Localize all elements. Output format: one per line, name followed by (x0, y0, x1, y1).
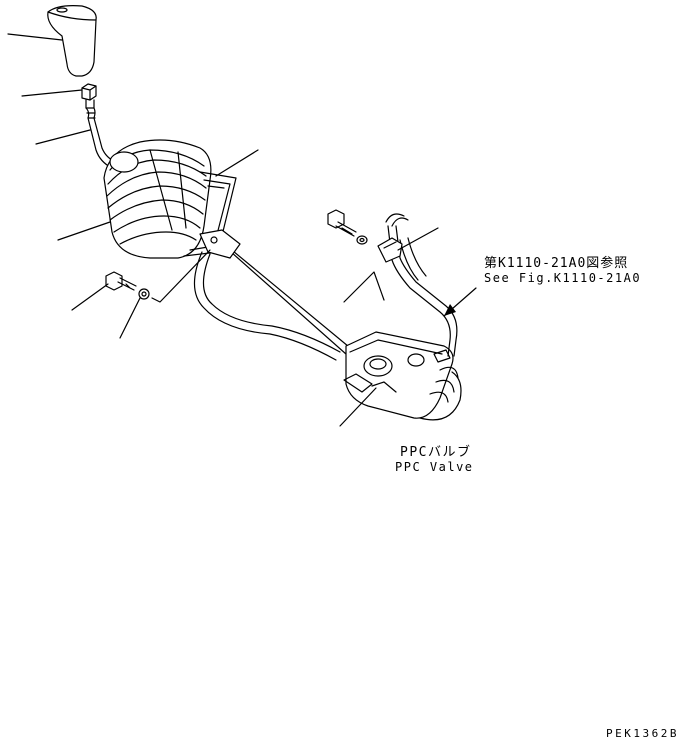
lock-nut (81, 83, 97, 101)
mounting-bolt (105, 271, 150, 300)
leader-knob (7, 33, 63, 41)
reference-arrow (443, 287, 477, 317)
hydraulic-tube (385, 213, 458, 357)
leader-clamp (397, 227, 439, 251)
drawing-code: PEK1362B (606, 727, 679, 740)
reference-label-en: See Fig.K1110-21A0 (484, 271, 642, 285)
lever-shaft (199, 229, 365, 371)
leader-washer (119, 297, 141, 339)
leader-rod (35, 129, 91, 145)
leader-lines (7, 33, 439, 427)
tube-clamp (377, 237, 403, 263)
reference-label-jp: 第K1110-21A0図参照 (484, 256, 629, 271)
control-cable (193, 251, 341, 361)
leader-plate (215, 149, 259, 177)
ppc-valve-label-jp: PPCバルブ (400, 445, 472, 460)
ppc-valve-label-en: PPC Valve (395, 460, 474, 474)
assembly-guide-line (151, 249, 211, 303)
assembly-guide-line (343, 271, 385, 303)
leader-boot (57, 221, 111, 241)
leader-nut (21, 89, 83, 97)
lever-knob (47, 5, 97, 77)
leader-valve (339, 387, 377, 427)
rubber-boot (103, 139, 212, 259)
lever-rod (85, 99, 117, 169)
ppc-valve-body (343, 331, 462, 421)
leader-bolt (71, 283, 109, 311)
clamp-bolt (327, 209, 368, 245)
